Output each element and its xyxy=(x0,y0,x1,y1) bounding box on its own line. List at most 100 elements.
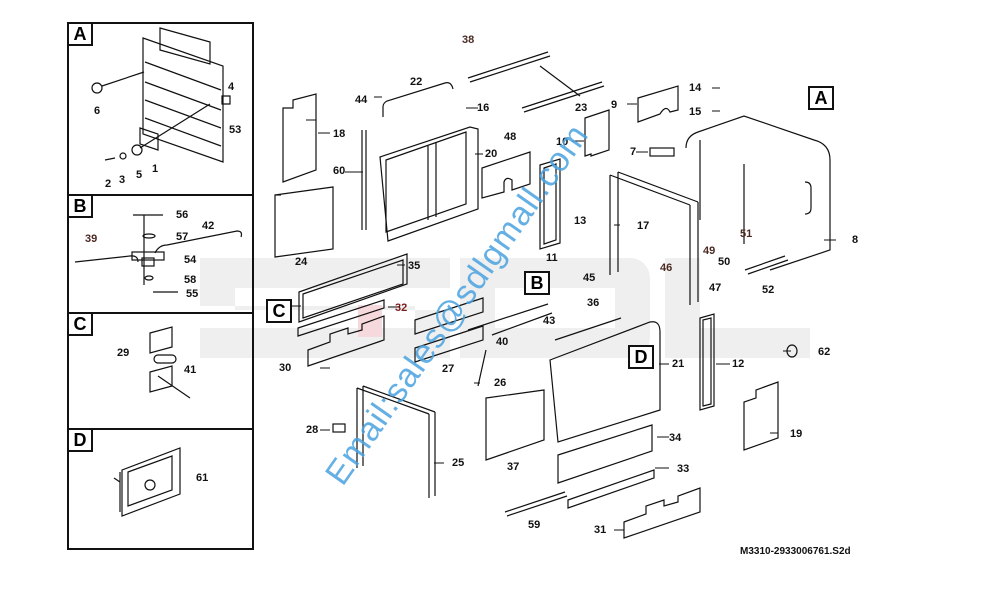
part-label-31: 31 xyxy=(594,524,607,536)
part-label-42: 42 xyxy=(202,220,215,232)
detail-panel-a-tag: A xyxy=(69,24,93,46)
part-label-26: 26 xyxy=(494,377,507,389)
part-label-51: 51 xyxy=(740,228,753,240)
part-label-5: 5 xyxy=(136,169,143,181)
part-label-9: 9 xyxy=(611,99,618,111)
part-label-1: 1 xyxy=(152,163,159,175)
detail-c-hinge xyxy=(149,326,191,399)
detail-panel-b-tag: B xyxy=(69,196,93,218)
part-label-54: 54 xyxy=(184,254,197,266)
part-label-17: 17 xyxy=(637,220,650,232)
part-32-rail xyxy=(297,299,385,337)
leader-lines xyxy=(283,87,836,531)
part-label-11: 11 xyxy=(546,252,558,264)
part-label-55: 55 xyxy=(186,288,199,300)
part-label-62: 62 xyxy=(818,346,831,358)
part-label-13: 13 xyxy=(574,215,587,227)
part-19-panel xyxy=(743,381,779,451)
part-label-2: 2 xyxy=(105,178,112,190)
logo-letter-d xyxy=(460,258,650,358)
part-26-strut xyxy=(477,349,487,387)
part-34-panel xyxy=(557,424,653,484)
callout-d: D xyxy=(628,345,654,369)
part-30-panel xyxy=(307,315,385,367)
part-label-6: 6 xyxy=(94,105,101,117)
part-label-15: 15 xyxy=(689,106,702,118)
part-40-43-rods xyxy=(467,303,553,336)
part-60-rod xyxy=(361,130,367,230)
part-35-frame xyxy=(298,253,408,323)
part-label-18: 18 xyxy=(333,128,346,140)
logo-letter-l xyxy=(665,258,810,358)
part-8-hood xyxy=(685,115,831,271)
part-label-7: 7 xyxy=(630,146,637,158)
detail-panel-b: B xyxy=(67,194,254,314)
part-label-8: 8 xyxy=(852,234,859,246)
part-label-35: 35 xyxy=(408,260,421,272)
part-17-frame xyxy=(609,171,699,305)
detail-panel-d: D xyxy=(67,428,254,550)
part-label-44: 44 xyxy=(355,94,368,106)
part-label-25: 25 xyxy=(452,457,465,469)
part-label-53: 53 xyxy=(229,124,242,136)
part-label-58: 58 xyxy=(184,274,197,286)
part-label-29: 29 xyxy=(117,347,130,359)
part-label-48: 48 xyxy=(504,131,517,143)
callout-b: B xyxy=(524,271,550,295)
part-label-41: 41 xyxy=(184,364,197,376)
part-label-20: 20 xyxy=(485,148,498,160)
callout-a: A xyxy=(808,86,834,110)
part-label-49: 49 xyxy=(703,245,716,257)
part-label-37: 37 xyxy=(507,461,520,473)
part-label-59: 59 xyxy=(528,519,541,531)
detail-panel-d-tag: D xyxy=(69,430,93,452)
part-label-21: 21 xyxy=(672,358,685,370)
part-11-frame xyxy=(539,158,561,250)
part-label-50: 50 xyxy=(718,256,731,268)
part-12-frame xyxy=(699,313,715,411)
part-label-30: 30 xyxy=(279,362,292,374)
part-label-40: 40 xyxy=(496,336,509,348)
detail-panel-c: C xyxy=(67,312,254,430)
part-label-47: 47 xyxy=(709,282,722,294)
part-20-door-frame xyxy=(379,126,479,242)
logo-letter-s xyxy=(200,258,450,358)
part-28-bracket xyxy=(332,423,346,433)
part-label-56: 56 xyxy=(176,209,189,221)
part-label-12: 12 xyxy=(732,358,745,370)
part-label-46: 46 xyxy=(660,262,673,274)
part-52-bar xyxy=(744,255,789,275)
part-18-panel xyxy=(282,93,317,183)
part-label-4: 4 xyxy=(228,81,235,93)
part-36-handle xyxy=(554,317,622,341)
part-label-60: 60 xyxy=(333,165,346,177)
part-label-52: 52 xyxy=(762,284,775,296)
part-label-45: 45 xyxy=(583,272,596,284)
part-21-door xyxy=(549,321,661,443)
part-label-39: 39 xyxy=(85,233,98,245)
part-label-38: 38 xyxy=(462,34,475,46)
part-label-24: 24 xyxy=(295,256,308,268)
part-25-frame xyxy=(356,385,436,498)
part-7-pad xyxy=(649,147,675,157)
part-33-rail xyxy=(567,469,655,509)
part-label-3: 3 xyxy=(119,174,126,186)
part-label-14: 14 xyxy=(689,82,702,94)
part-22-handle xyxy=(382,82,454,117)
part-label-23: 23 xyxy=(575,102,588,114)
callout-c: C xyxy=(266,299,292,323)
part-27-panels xyxy=(414,297,484,363)
part-label-32: 32 xyxy=(395,302,408,314)
part-10-panel xyxy=(584,109,610,157)
part-59-rod xyxy=(504,491,568,517)
part-label-16: 16 xyxy=(477,102,490,114)
part-23-rails xyxy=(467,51,605,113)
part-24-panel xyxy=(274,186,334,258)
detail-a-grille xyxy=(91,27,231,163)
detail-d-lock-handle xyxy=(113,447,181,517)
detail-panel-c-tag: C xyxy=(69,314,93,336)
part-label-19: 19 xyxy=(790,428,803,440)
detail-b-linkage xyxy=(74,214,243,293)
